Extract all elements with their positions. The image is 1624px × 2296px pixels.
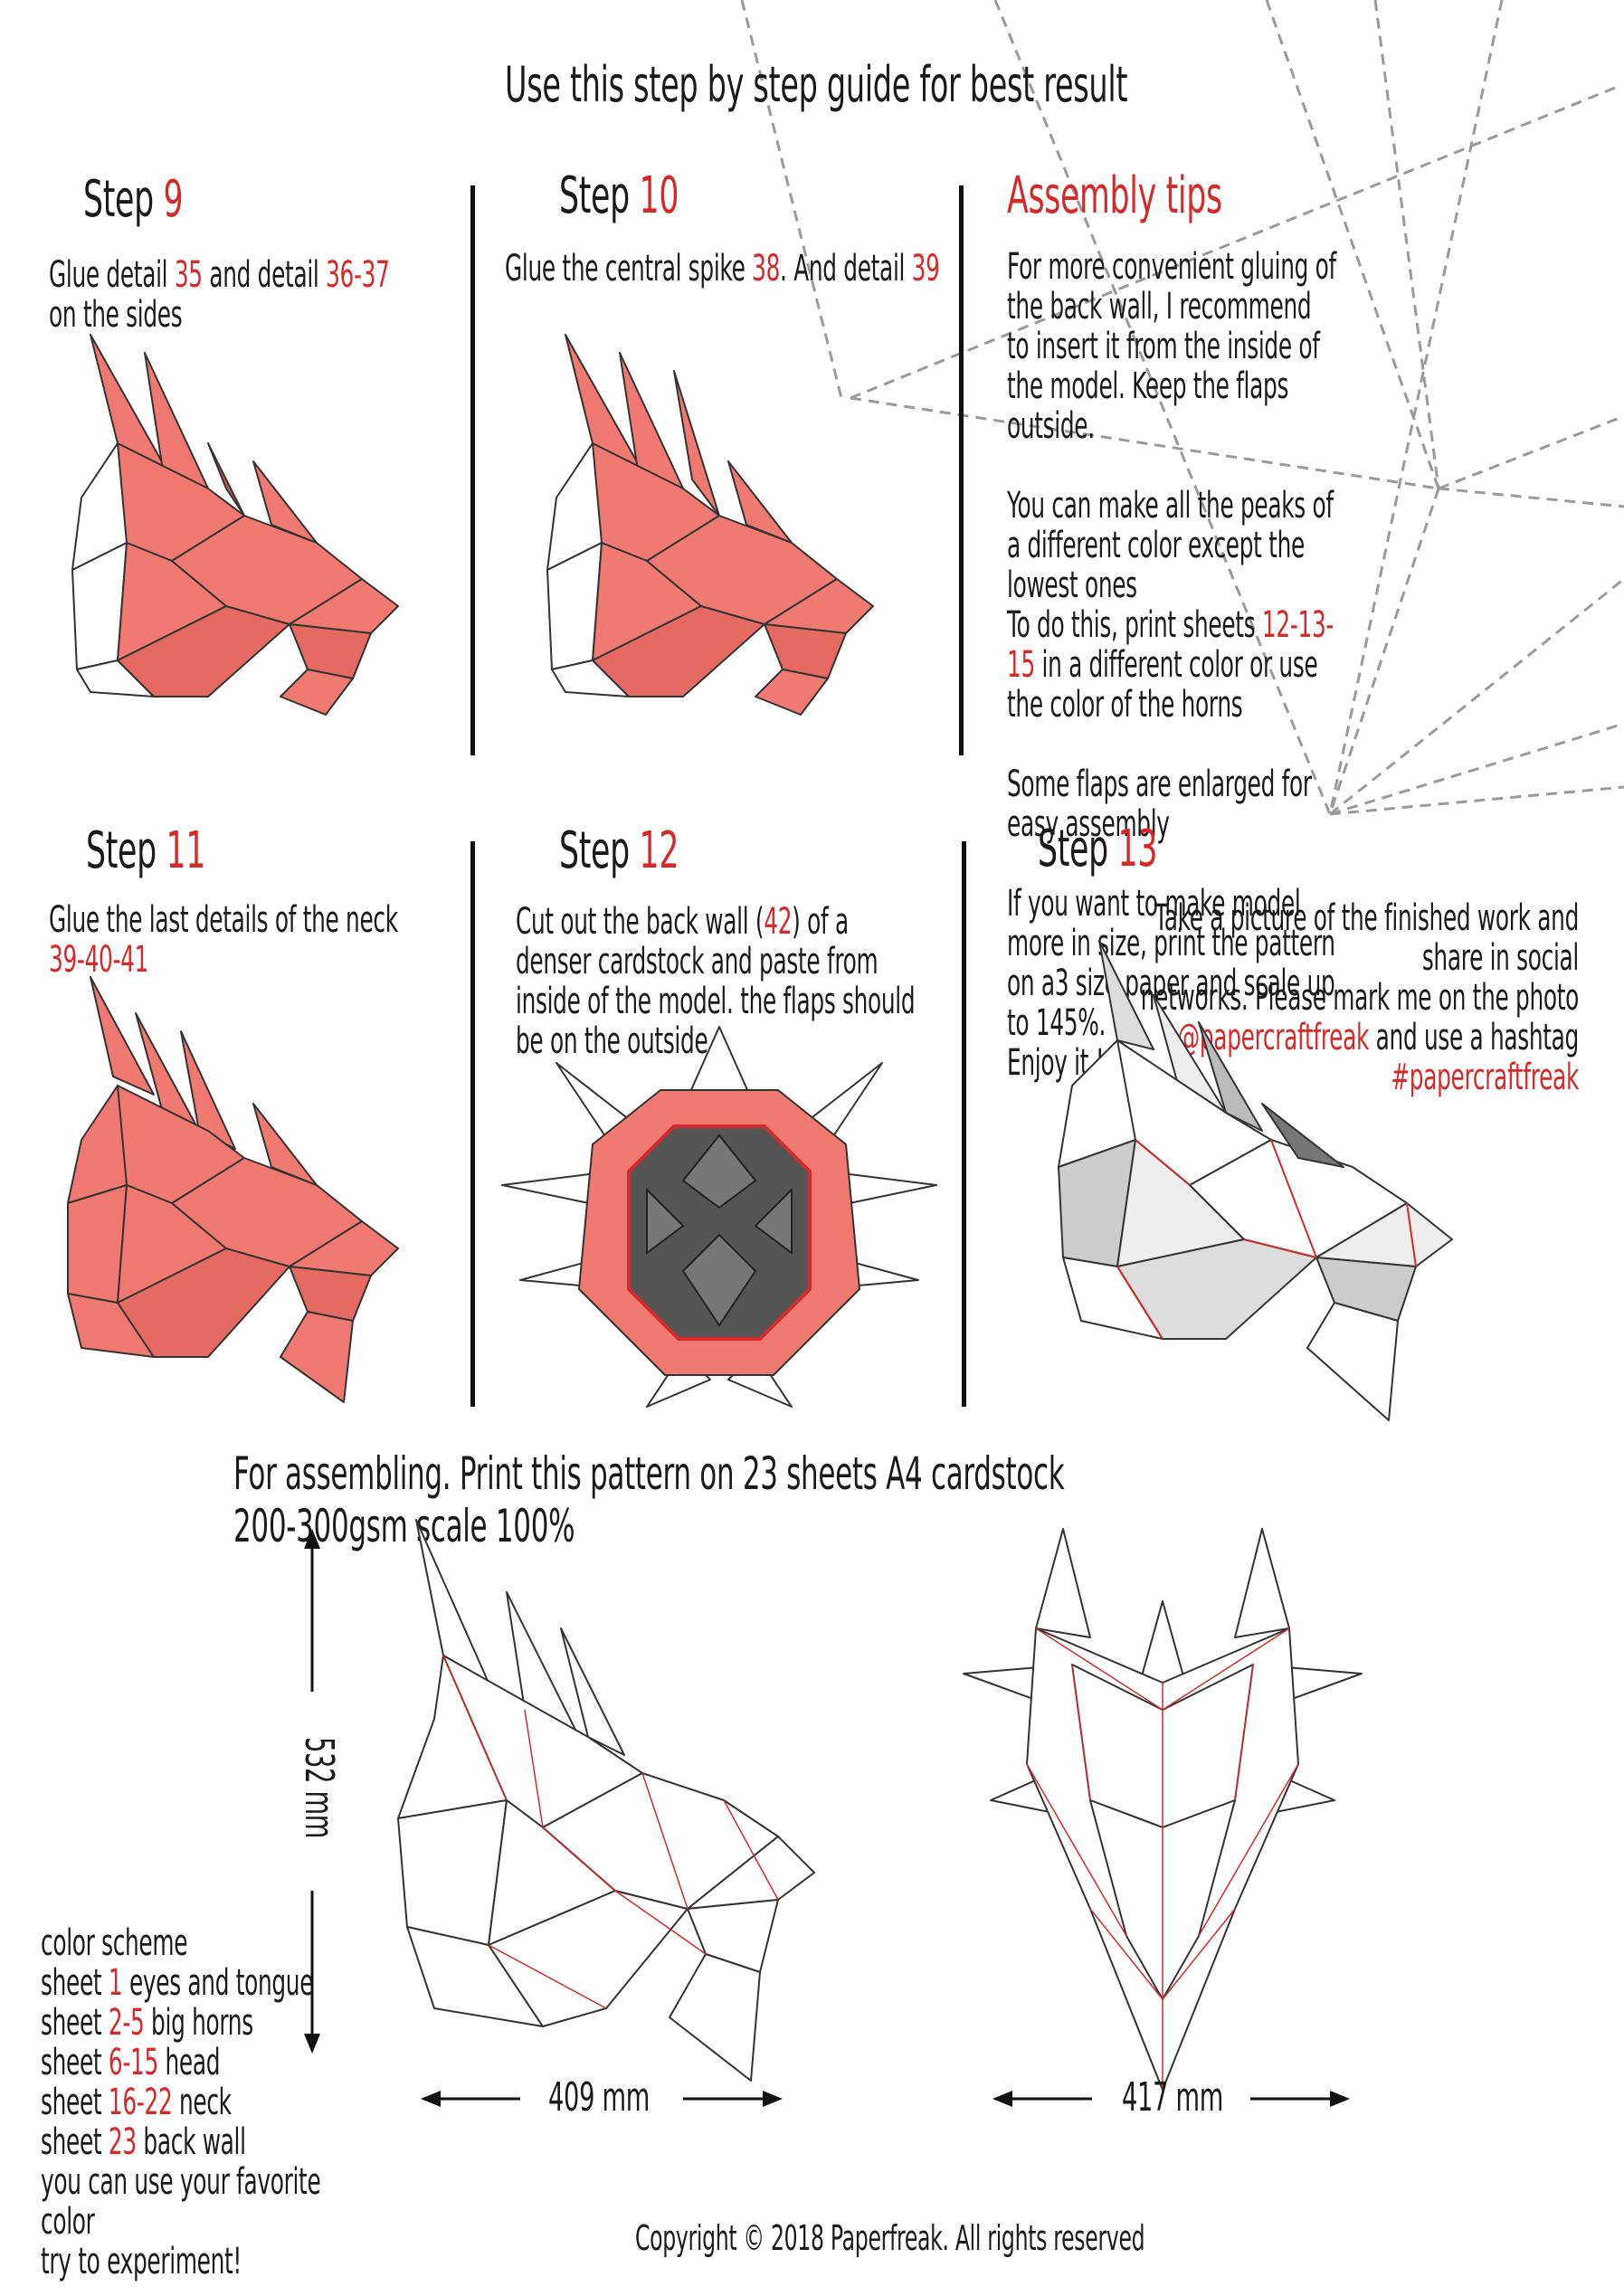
sheet-number: 2-5 [108, 2002, 145, 2044]
back-wall-step-12-illustration [501, 1026, 937, 1408]
pattern-side-view [397, 1519, 815, 2082]
dragon-step-11-illustration [67, 976, 399, 1403]
detail-number: 38 [752, 248, 781, 289]
step-label: Step [559, 821, 630, 880]
tip-paragraph: Some flaps are enlarged for easy assembl… [1007, 764, 1312, 845]
step-11-heading: Step 11 [86, 823, 205, 879]
text: sheet [41, 2082, 109, 2123]
sheet-number: 1 [108, 1962, 123, 2004]
step-label: Step [83, 170, 154, 229]
color-scheme-row: sheet 16-22 neck [41, 2083, 332, 2122]
width-front-label: 417 mm [1122, 2074, 1224, 2120]
column-divider [470, 841, 475, 1407]
step-10-heading: Step 10 [559, 168, 679, 224]
column-divider [470, 185, 475, 755]
detail-number: 39-40-41 [49, 939, 149, 981]
step-number: 9 [163, 170, 184, 229]
detail-number: 35 [174, 254, 203, 296]
tip-paragraph: If you want to make model more in size, … [1007, 883, 1335, 1044]
detail-number: 36-37 [326, 254, 390, 296]
text: sheet [41, 1962, 109, 2004]
width-side-arrow [421, 2091, 783, 2107]
text: Take a picture of the finished work and … [1154, 897, 1579, 979]
text: networks. Please mark me on the photo [1140, 977, 1580, 1019]
column-divider [959, 185, 964, 755]
step-label: Step [86, 821, 157, 880]
color-scheme-row: sheet 6-15 head [41, 2043, 332, 2083]
text: head [157, 2042, 221, 2083]
height-dimension-label: 532 mm [296, 1737, 342, 1839]
text: and detail [202, 254, 327, 296]
text: big horns [144, 2002, 253, 2044]
page-title: Use this step by step guide for best res… [505, 56, 1128, 113]
dragon-step-10-illustration [546, 334, 874, 716]
text: ) of a denser cardstock and paste from i… [516, 901, 916, 1062]
step-label: Step [1038, 820, 1108, 878]
dragon-step-9-illustration [71, 334, 399, 716]
assembling-title: For assembling. Print this pattern on 23… [233, 1447, 1065, 1552]
color-scheme-note: try to experiment! [41, 2241, 242, 2282]
step-11-text: Glue the last details of the neck 39-40-… [49, 900, 452, 980]
sheet-numbers: 12-13-15 [1007, 604, 1334, 686]
text: To do this, print sheets [1007, 604, 1262, 646]
step-12-text: Cut out the back wall (42) of a denser c… [516, 902, 919, 1061]
color-scheme-legend: color scheme sheet 1 eyes and tongue she… [41, 1923, 332, 2282]
step-13-heading: Step 13 [1038, 821, 1157, 878]
step-label: Step [559, 166, 630, 225]
text: sheet [41, 2002, 109, 2044]
hashtag: #papercraftfreak [1391, 1057, 1579, 1098]
text: eyes and tongue [122, 1962, 314, 2004]
step-number: 11 [166, 821, 206, 880]
sheet-number: 23 [108, 2121, 137, 2163]
height-dimension-arrow [304, 1529, 320, 2054]
width-front-arrow [992, 2091, 1350, 2107]
text: Cut out the back wall ( [516, 901, 765, 943]
color-scheme-row: sheet 2-5 big horns [41, 2003, 332, 2043]
column-divider [962, 841, 966, 1407]
detail-number: 39 [911, 248, 940, 289]
text: back wall [136, 2121, 246, 2163]
step-number: 13 [1117, 820, 1158, 878]
detail-number: 42 [764, 901, 793, 943]
text-block: Take a picture of the finished work and … [1130, 897, 1580, 1098]
step-9-text: Glue detail 35 and detail 36-37 on the s… [49, 255, 452, 335]
step-10-text: Glue the central spike 38. And detail 39 [505, 249, 954, 289]
text: . And detail [780, 248, 912, 289]
sheet-number: 6-15 [108, 2042, 158, 2083]
finished-dragon-step-13-illustration [1058, 940, 1453, 1421]
text: Glue detail [49, 254, 175, 296]
text: sheet [41, 2121, 109, 2163]
step-9-heading: Step 9 [83, 170, 184, 229]
tip-paragraph: To do this, print sheets 12-13-15 in a d… [1007, 605, 1338, 725]
text: neck [172, 2082, 232, 2123]
color-scheme-note: you can use your favorite color [41, 2161, 321, 2243]
text: in a different color or use the color of… [1007, 644, 1318, 726]
text: on the sides [49, 294, 183, 336]
step-number: 12 [639, 821, 679, 880]
text: sheet [41, 2042, 109, 2083]
text: Glue the central spike [505, 248, 753, 289]
text: and use a hashtag [1369, 1017, 1580, 1058]
width-side-label: 409 mm [548, 2074, 651, 2120]
pattern-front-view [963, 1528, 1363, 2091]
sheet-number: 16-22 [108, 2082, 173, 2123]
step-13-text: Take a picture of the finished work and … [855, 897, 1580, 1098]
assembly-tips-text: For more convenient gluing of the back w… [1007, 247, 1338, 1083]
color-scheme-row: sheet 1 eyes and tongue [41, 1963, 332, 2003]
color-scheme-row: sheet 23 back wall [41, 2122, 332, 2162]
text: Glue the last details of the neck [49, 899, 398, 941]
copyright-footer: Copyright © 2018 Paperfreak. All rights … [635, 2218, 1145, 2258]
step-number: 10 [639, 166, 679, 225]
assembly-tips-heading: Assembly tips [1007, 166, 1222, 225]
color-scheme-title: color scheme [41, 1922, 188, 1964]
tip-paragraph: You can make all the peaks of a differen… [1007, 485, 1334, 606]
tip-paragraph: For more convenient gluing of the back w… [1007, 246, 1336, 447]
step-12-heading: Step 12 [559, 823, 679, 879]
